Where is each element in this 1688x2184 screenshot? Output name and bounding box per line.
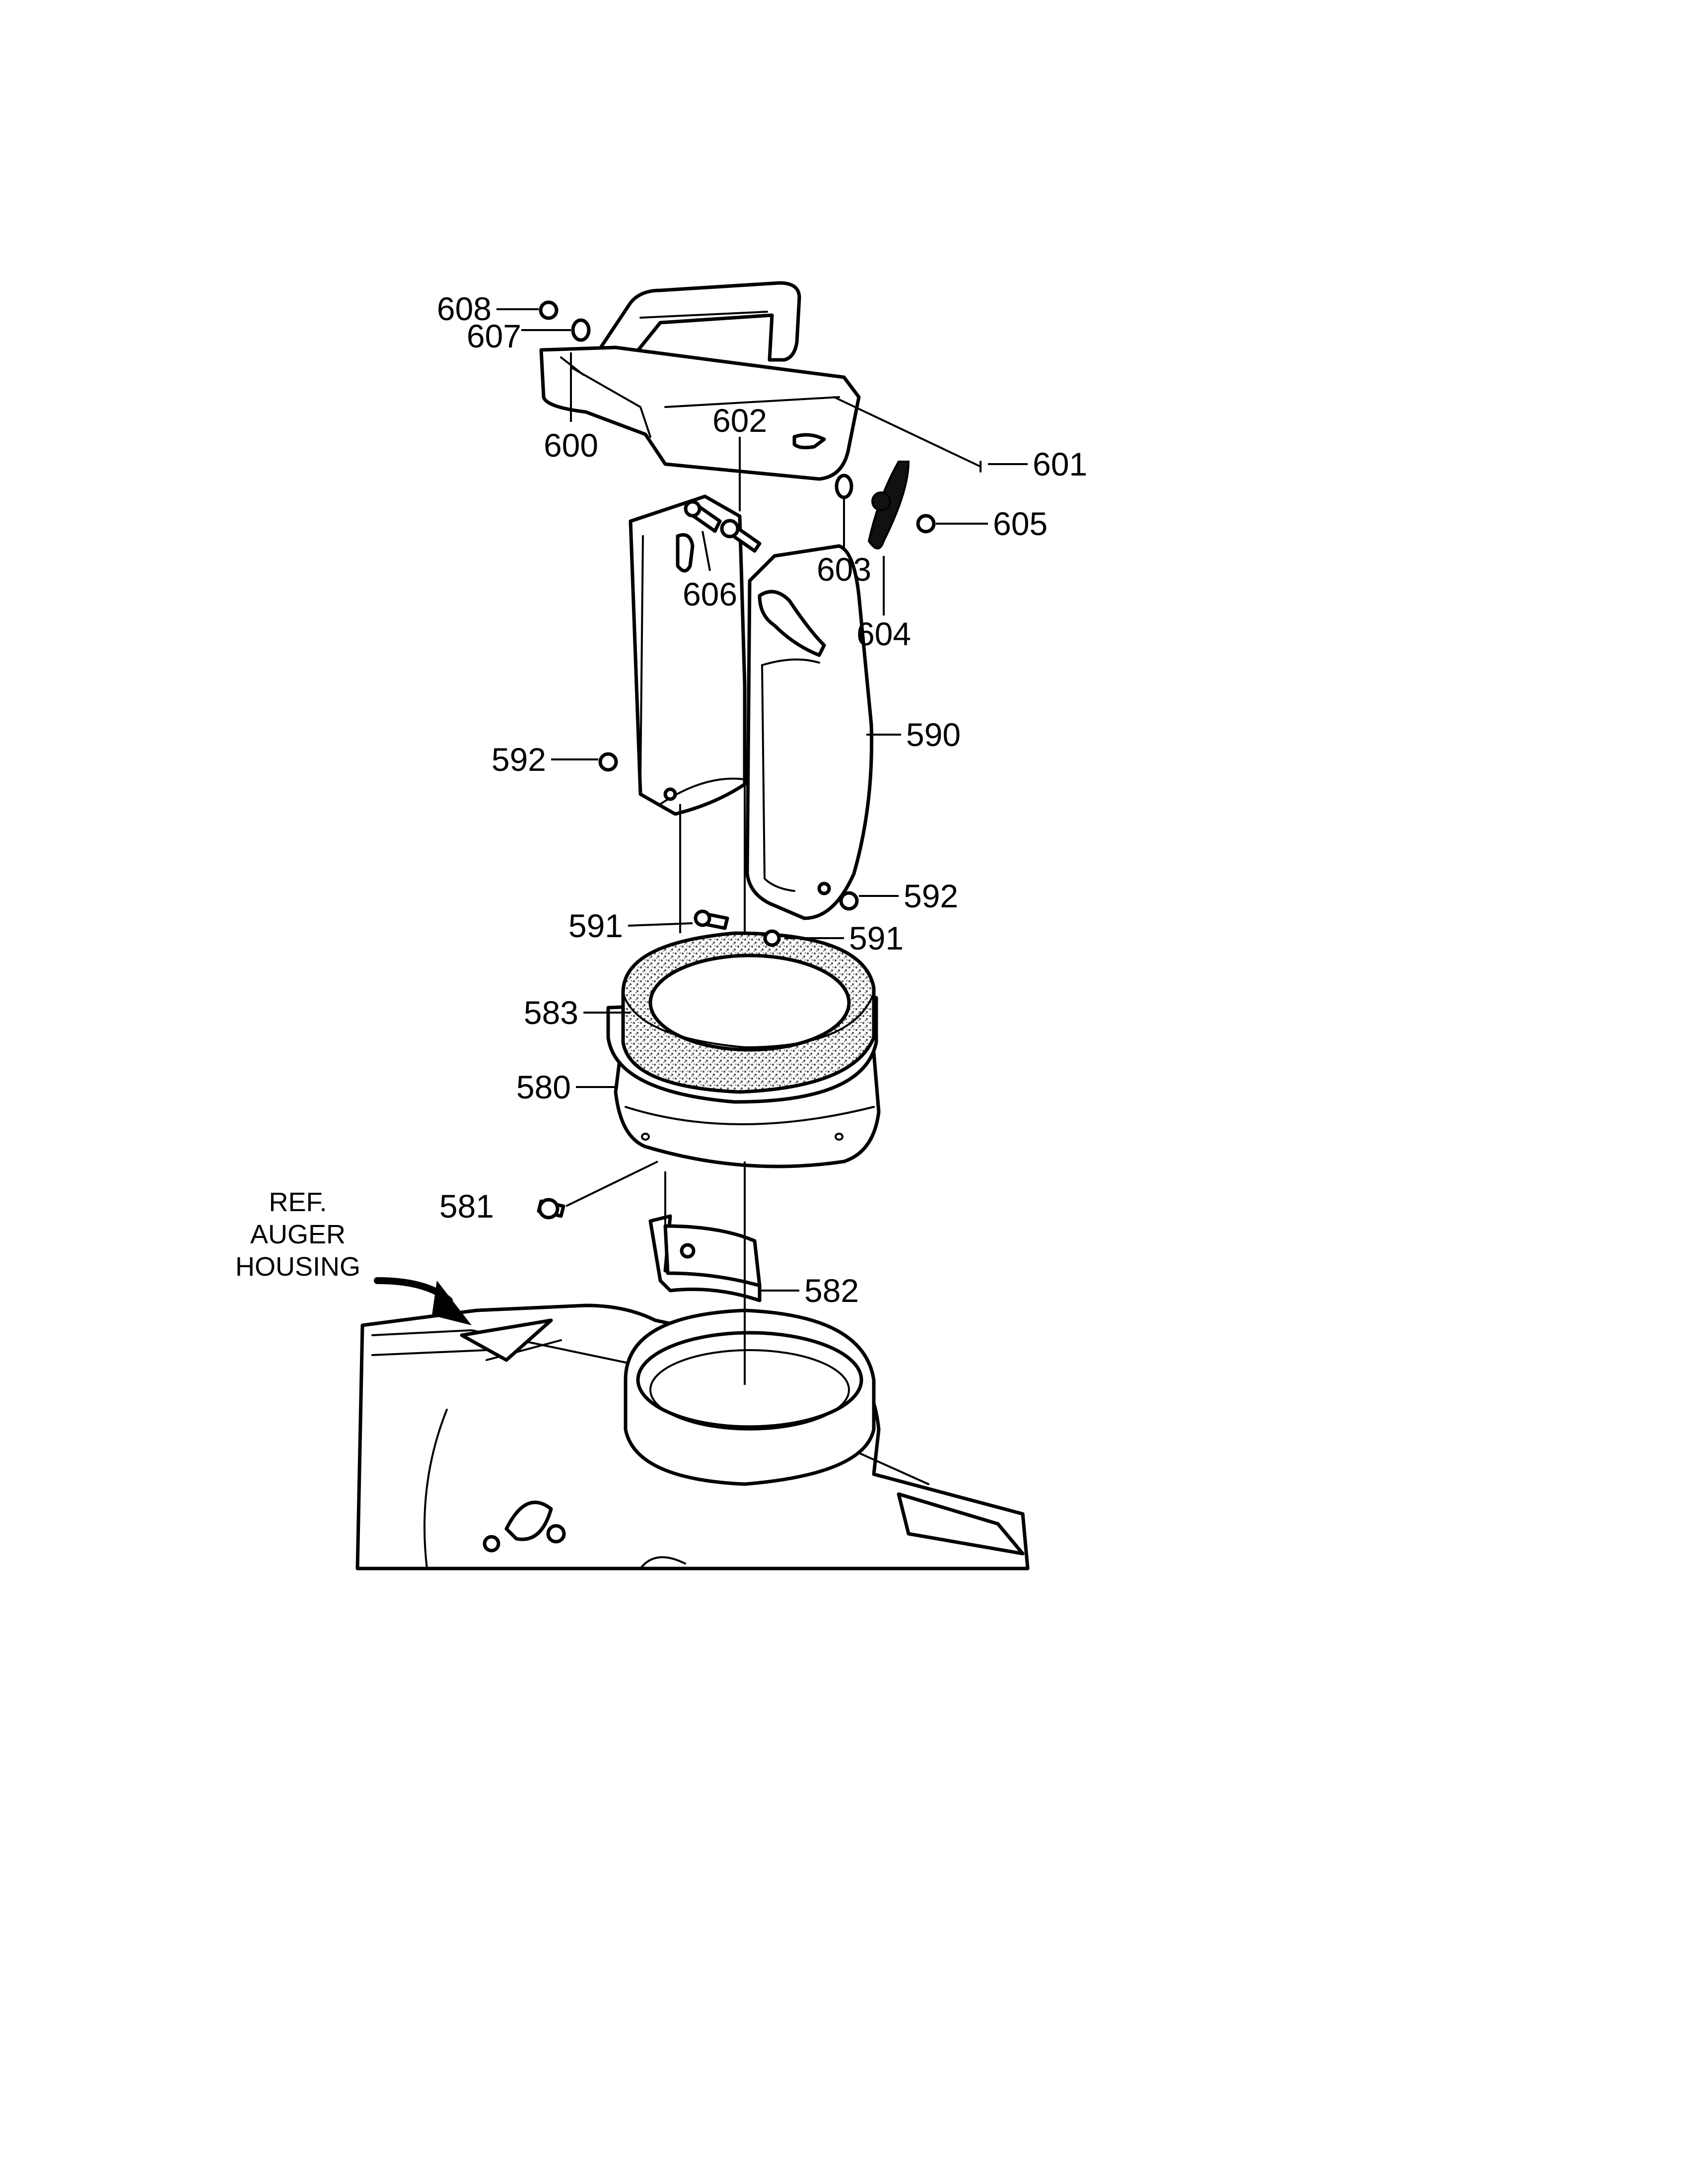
hardware [537,300,982,1220]
callout-583: 583 [524,994,578,1031]
callout-600: 600 [544,427,598,464]
callout-581: 581 [439,1188,494,1225]
callout-592-left: 592 [492,741,546,778]
ref-line-3: HOUSING [235,1252,360,1282]
ref-line-1: REF. [269,1187,327,1217]
callout-592-right: 592 [904,878,958,914]
callout-605: 605 [993,505,1048,542]
leader-lines [496,308,1028,1292]
ref-line-2: AUGER [250,1220,346,1249]
callout-608: 608 [437,290,492,327]
callout-607: 607 [467,318,521,354]
auger-housing [355,1303,1030,1570]
gasket-583 [621,931,876,1094]
callout-590: 590 [906,716,961,753]
callout-591-left: 591 [568,907,623,944]
callout-606: 606 [683,576,737,613]
callout-labels: 608 607 600 602 601 605 603 606 604 590 … [437,290,1087,1309]
callout-591-right: 591 [849,920,904,956]
callout-602: 602 [712,402,767,439]
callout-601: 601 [1033,446,1087,482]
reference-label: REF. AUGER HOUSING [235,1187,360,1282]
assembly-lines [664,784,746,1385]
deflector-600 [539,281,861,481]
ref-arrow [374,1277,472,1325]
upper-chute-590 [629,494,874,920]
callout-582: 582 [804,1272,859,1309]
wear-plate-582 [648,1214,762,1302]
callout-580: 580 [516,1069,571,1105]
callout-604: 604 [856,615,911,652]
callout-603: 603 [817,551,871,588]
